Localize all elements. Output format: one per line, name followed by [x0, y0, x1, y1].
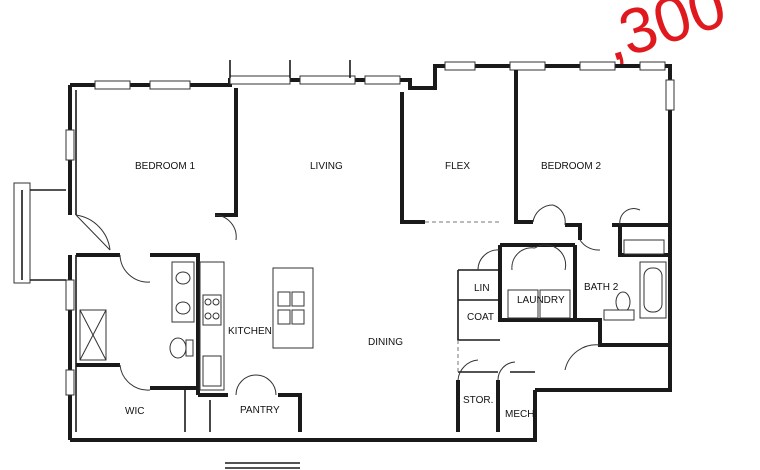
balcony: [13, 182, 66, 284]
room-label-flex: FLEX: [445, 161, 470, 172]
top-windows: [65, 61, 675, 396]
room-label-bedroom-1: BEDROOM 1: [135, 161, 195, 172]
room-label-dining: DINING: [368, 337, 403, 348]
room-label-living: LIVING: [310, 161, 343, 172]
patio-door: [225, 60, 351, 469]
room-label-laundry: LAUNDRY: [517, 295, 565, 306]
bath2-fixtures: [603, 239, 667, 321]
room-label-bath-2: BATH 2: [584, 282, 619, 293]
room-labels: BEDROOM 1 LIVING FLEX BEDROOM 2 KITCHEN …: [125, 161, 619, 420]
room-label-kitchen: KITCHEN: [228, 326, 272, 337]
kitchen-fixtures: [199, 261, 314, 391]
room-label-mech: MECH: [505, 409, 534, 420]
bath1-fixtures: [79, 261, 195, 361]
interior-walls: [76, 70, 670, 432]
room-label-lin: LIN: [474, 283, 490, 294]
room-label-pantry: PANTRY: [240, 405, 280, 416]
door-swings: [75, 204, 641, 396]
room-label-wic: WIC: [125, 406, 144, 417]
room-label-stor: STOR.: [463, 395, 493, 406]
dashed-openings: [425, 221, 500, 372]
laundry-appliances: [507, 289, 571, 319]
room-label-coat: COAT: [467, 312, 494, 323]
room-label-bedroom-2: BEDROOM 2: [541, 161, 601, 172]
